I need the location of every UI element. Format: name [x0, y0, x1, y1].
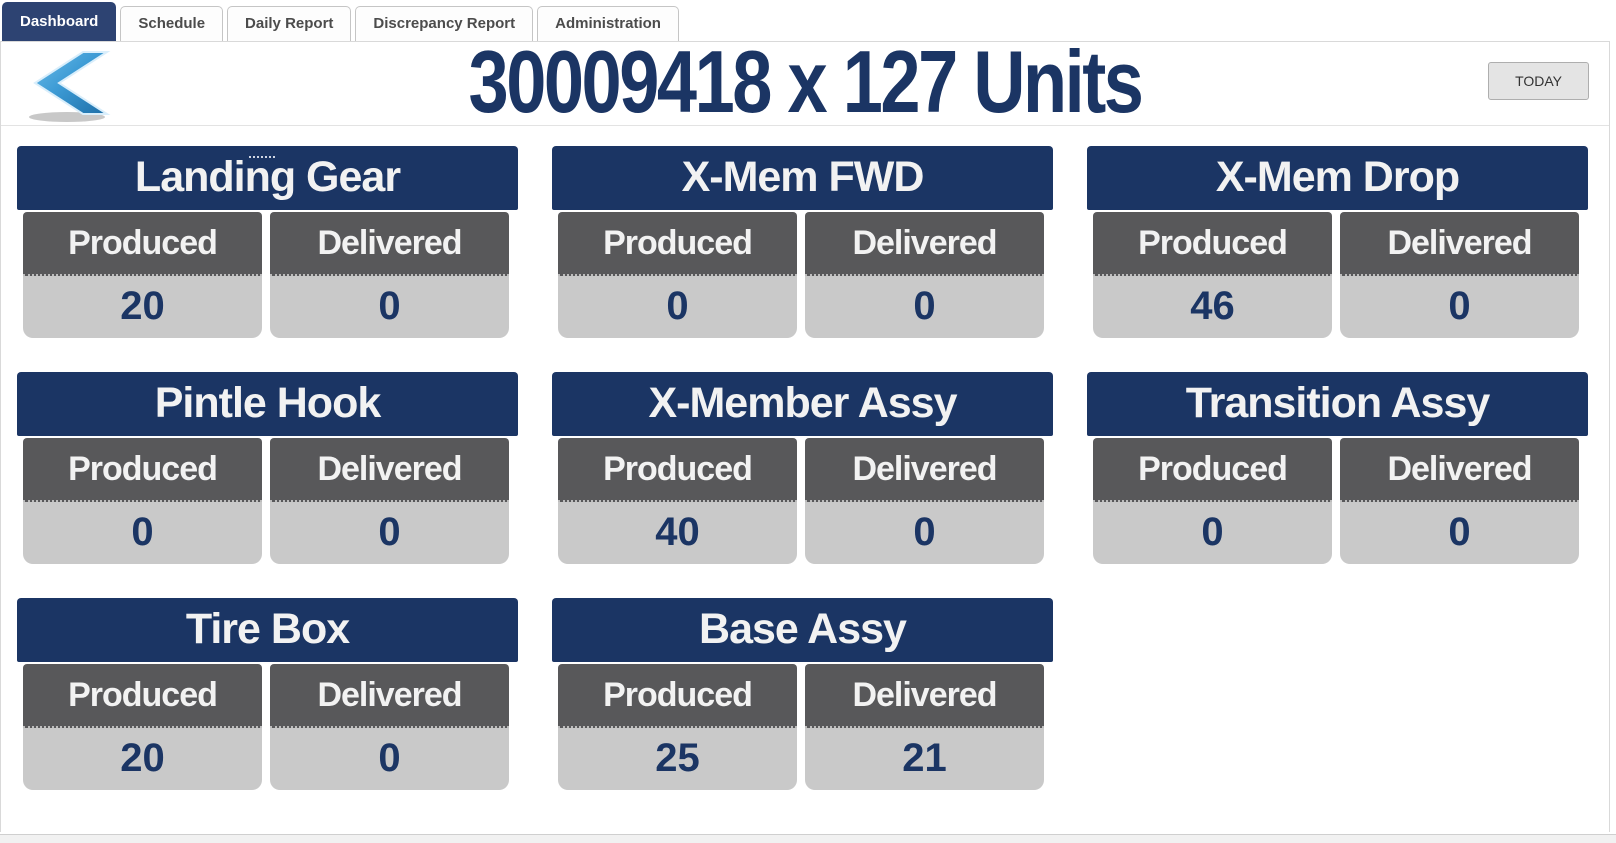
- back-button[interactable]: [23, 50, 115, 124]
- produced-label: Produced: [1093, 212, 1332, 276]
- produced-label: Produced: [558, 212, 797, 276]
- card-columns: Produced 46 Delivered 0: [1087, 212, 1588, 338]
- produced-value: 20: [23, 728, 262, 790]
- card-columns: Produced 20 Delivered 0: [17, 212, 518, 338]
- produced-value: 46: [1093, 276, 1332, 338]
- delivered-value: 0: [805, 276, 1044, 338]
- card-title: Transition Assy: [1087, 372, 1588, 436]
- delivered-label: Delivered: [270, 438, 509, 502]
- status-card: Transition Assy Produced 0 Delivered 0: [1087, 372, 1588, 564]
- produced-label: Produced: [23, 212, 262, 276]
- delivered-label: Delivered: [805, 212, 1044, 276]
- produced-column: Produced 0: [23, 438, 262, 564]
- delivered-value: 0: [805, 502, 1044, 564]
- dashboard-header: 30009418 x 127 Units TODAY: [1, 31, 1609, 162]
- delivered-value: 0: [1340, 502, 1579, 564]
- card-columns: Produced 40 Delivered 0: [552, 438, 1053, 564]
- delivered-column: Delivered 0: [270, 438, 509, 564]
- produced-column: Produced 25: [558, 664, 797, 790]
- produced-label: Produced: [23, 438, 262, 502]
- card-columns: Produced 0 Delivered 0: [17, 438, 518, 564]
- status-card: Pintle Hook Produced 0 Delivered 0: [17, 372, 518, 564]
- tab-bar: Dashboard Schedule Daily Report Discrepa…: [0, 0, 1616, 41]
- card-title: Tire Box: [17, 598, 518, 662]
- delivered-label: Delivered: [1340, 438, 1579, 502]
- delivered-value: 0: [1340, 276, 1579, 338]
- main-panel: 30009418 x 127 Units TODAY Landing Gear …: [0, 31, 1610, 832]
- card-columns: Produced 20 Delivered 0: [17, 664, 518, 790]
- produced-value: 0: [1093, 502, 1332, 564]
- tab-dashboard[interactable]: Dashboard: [2, 2, 117, 41]
- today-button[interactable]: TODAY: [1488, 62, 1589, 100]
- produced-column: Produced 20: [23, 664, 262, 790]
- status-card: X-Mem FWD Produced 0 Delivered 0: [552, 146, 1053, 338]
- delivered-label: Delivered: [805, 664, 1044, 728]
- status-card: Landing Gear Produced 20 Delivered 0: [17, 146, 518, 338]
- produced-value: 0: [23, 502, 262, 564]
- produced-column: Produced 0: [1093, 438, 1332, 564]
- produced-value: 20: [23, 276, 262, 338]
- status-card: X-Member Assy Produced 40 Delivered 0: [552, 372, 1053, 564]
- produced-value: 40: [558, 502, 797, 564]
- delivered-value: 21: [805, 728, 1044, 790]
- tiny-badge: [247, 153, 278, 162]
- status-card: Base Assy Produced 25 Delivered 21: [552, 598, 1053, 790]
- produced-value: 25: [558, 728, 797, 790]
- produced-column: Produced 46: [1093, 212, 1332, 338]
- delivered-column: Delivered 0: [270, 664, 509, 790]
- produced-column: Produced 40: [558, 438, 797, 564]
- delivered-column: Delivered 0: [1340, 438, 1579, 564]
- bottom-scroll-strip[interactable]: [0, 834, 1616, 843]
- delivered-column: Delivered 0: [270, 212, 509, 338]
- tab-administration[interactable]: Administration: [537, 6, 679, 41]
- tab-discrepancy-report[interactable]: Discrepancy Report: [355, 6, 534, 41]
- back-chevron-icon: [29, 51, 111, 122]
- delivered-label: Delivered: [270, 664, 509, 728]
- delivered-value: 0: [270, 728, 509, 790]
- card-columns: Produced 0 Delivered 0: [1087, 438, 1588, 564]
- card-title: Base Assy: [552, 598, 1053, 662]
- page-title: 30009418 x 127 Units: [468, 31, 1144, 131]
- card-title: X-Mem FWD: [552, 146, 1053, 210]
- card-title: X-Mem Drop: [1087, 146, 1588, 210]
- tab-schedule[interactable]: Schedule: [120, 6, 224, 41]
- produced-column: Produced 20: [23, 212, 262, 338]
- produced-value: 0: [558, 276, 797, 338]
- delivered-column: Delivered 0: [1340, 212, 1579, 338]
- delivered-label: Delivered: [805, 438, 1044, 502]
- delivered-label: Delivered: [270, 212, 509, 276]
- status-card: Tire Box Produced 20 Delivered 0: [17, 598, 518, 790]
- cards-grid: Landing Gear Produced 20 Delivered 0 X-M…: [1, 126, 1609, 790]
- card-columns: Produced 25 Delivered 21: [552, 664, 1053, 790]
- produced-label: Produced: [558, 438, 797, 502]
- card-title: X-Member Assy: [552, 372, 1053, 436]
- tab-daily-report[interactable]: Daily Report: [227, 6, 352, 41]
- delivered-column: Delivered 0: [805, 212, 1044, 338]
- delivered-column: Delivered 0: [805, 438, 1044, 564]
- produced-label: Produced: [23, 664, 262, 728]
- delivered-value: 0: [270, 276, 509, 338]
- card-columns: Produced 0 Delivered 0: [552, 212, 1053, 338]
- status-card: X-Mem Drop Produced 46 Delivered 0: [1087, 146, 1588, 338]
- delivered-label: Delivered: [1340, 212, 1579, 276]
- produced-label: Produced: [1093, 438, 1332, 502]
- delivered-column: Delivered 21: [805, 664, 1044, 790]
- delivered-value: 0: [270, 502, 509, 564]
- produced-label: Produced: [558, 664, 797, 728]
- card-title: Pintle Hook: [17, 372, 518, 436]
- produced-column: Produced 0: [558, 212, 797, 338]
